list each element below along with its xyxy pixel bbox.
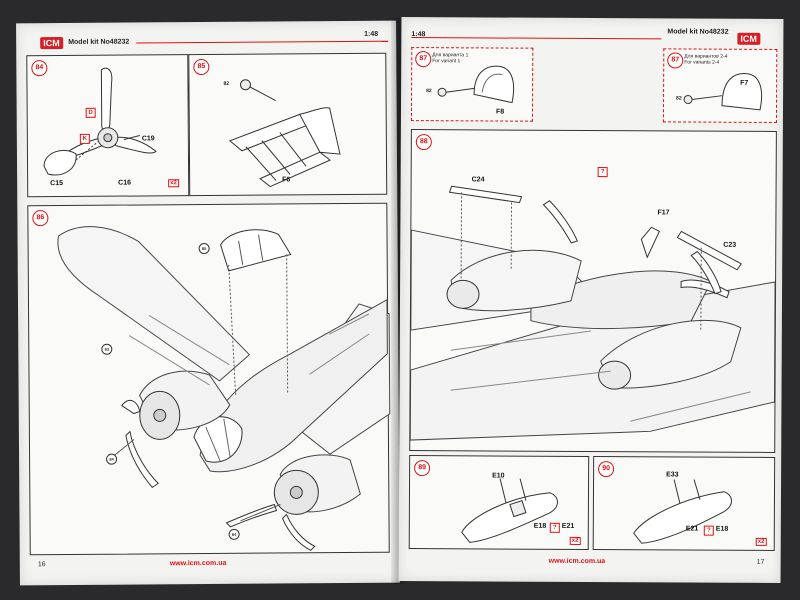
multiplier-badge: x2 xyxy=(168,179,179,188)
part-f17: F17 xyxy=(657,209,670,217)
step-85-panel: 85 82 F6 xyxy=(188,52,388,197)
ref-84-left: 84 xyxy=(106,453,118,465)
part-c24: C24 xyxy=(471,176,485,184)
part-c19: C19 xyxy=(141,135,155,143)
windscreen-drawing xyxy=(664,49,776,122)
step-87-variant2-panel: 87 Для вариантов 2-4 For variants 2-4 82… xyxy=(662,48,778,123)
multiplier-badge: x2 xyxy=(569,536,581,545)
marker-question: ? xyxy=(549,522,560,533)
header-rule xyxy=(411,37,662,40)
part-e33: E33 xyxy=(666,471,679,479)
part-c16: C16 xyxy=(118,179,132,187)
header-rule xyxy=(136,40,389,44)
footer-url: www.icm.com.ua xyxy=(548,557,606,566)
part-c15: C15 xyxy=(50,180,64,188)
propeller-drawing xyxy=(27,55,188,196)
icm-logo: ICM xyxy=(737,32,760,45)
ref-84-right: 84 xyxy=(228,528,240,540)
ref-85: 85 xyxy=(198,242,210,255)
marker-question: ? xyxy=(703,525,714,536)
part-e10: E10 xyxy=(492,472,505,480)
ref-83: 83 xyxy=(101,343,113,355)
marker-k: K xyxy=(79,133,90,144)
step-90-panel: 90 E33 E21 ? E18 x2 xyxy=(592,456,776,551)
ref-82: 82 xyxy=(223,80,230,87)
part-e18: E18 xyxy=(533,522,547,530)
step-84-panel: 84 D K C19 C15 C16 x2 xyxy=(26,54,190,198)
ref-82: 82 xyxy=(426,88,432,95)
multiplier-badge: x2 xyxy=(755,537,767,546)
fuel-tank-drawing xyxy=(594,457,774,550)
ref-82: 82 xyxy=(676,95,682,102)
page-number: 16 xyxy=(37,561,46,569)
left-page: ICM Model kit No48232 1:48 84 D K C19 C1… xyxy=(16,20,400,586)
aircraft-fuselage-drawing xyxy=(28,204,388,554)
scale-label: 1:48 xyxy=(364,30,379,38)
windscreen-drawing xyxy=(412,48,532,121)
part-e21: E21 xyxy=(685,525,699,533)
aircraft-wing-drawing xyxy=(410,130,776,452)
part-e21: E21 xyxy=(561,522,575,530)
icm-logo: ICM xyxy=(40,37,63,50)
model-kit-label: Model kit No48232 xyxy=(667,28,729,36)
canopy-frame-drawing xyxy=(189,54,386,195)
marker-question: ? xyxy=(597,167,608,178)
step-87-variant1-panel: 87 Для варианта 1 For variant 1 82 F8 xyxy=(410,47,534,122)
part-f7: F7 xyxy=(740,79,749,87)
step-88-panel: 88 xyxy=(409,129,777,453)
page-number: 17 xyxy=(756,558,765,566)
footer-url: www.icm.com.ua xyxy=(169,559,227,568)
marker-d: D xyxy=(85,107,96,118)
part-f6: F6 xyxy=(282,176,291,184)
step-89-panel: 89 E10 E18 ? E21 x2 xyxy=(408,455,590,550)
part-f8: F8 xyxy=(495,108,505,116)
part-e18: E18 xyxy=(715,525,729,533)
part-c23: C23 xyxy=(723,241,737,249)
right-page: 1:48 Model kit No48232 ICM 87 Для вариан… xyxy=(398,17,784,583)
fuel-tank-drawing xyxy=(410,456,588,549)
model-kit-label: Model kit No48232 xyxy=(68,38,130,46)
step-86-panel: 86 xyxy=(27,202,389,556)
